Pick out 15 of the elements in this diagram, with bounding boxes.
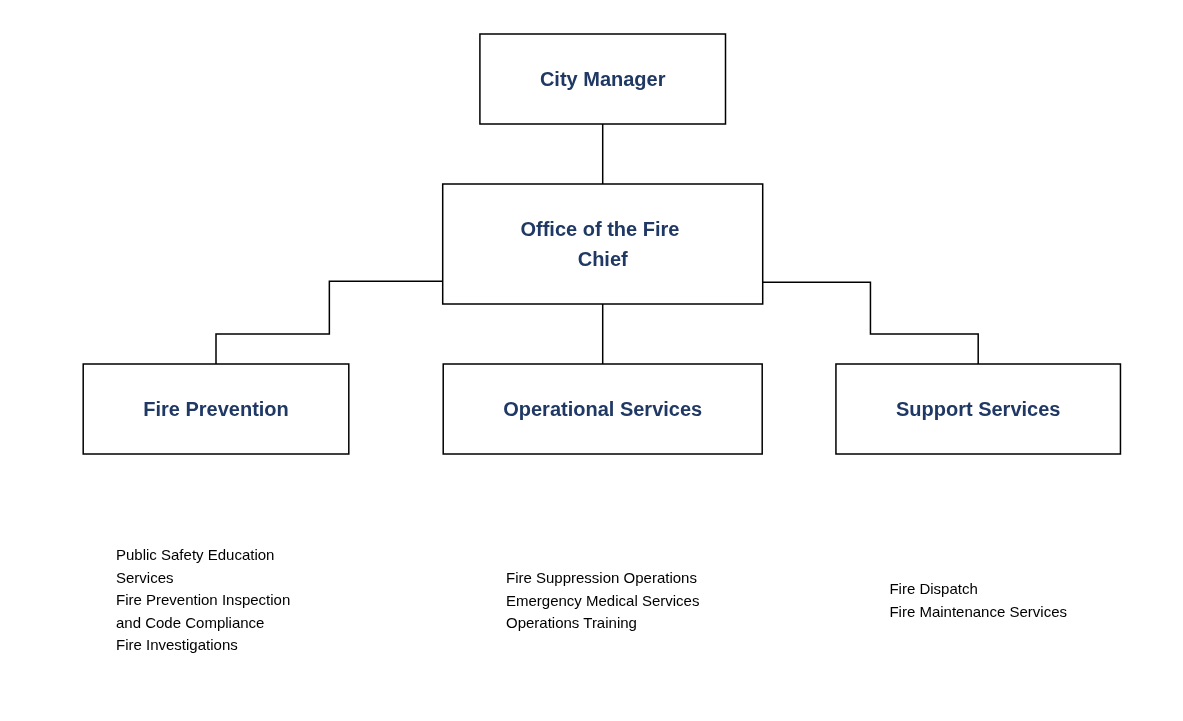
connector (601, 123, 604, 185)
node-box: Office of the Fire Chief (441, 183, 764, 305)
node-label: Fire Dispatch (889, 580, 978, 597)
node-box: Operational Services (442, 363, 763, 455)
node-label: Fire Suppression Operations (506, 568, 697, 586)
node-label: Fire Maintenance Services (889, 602, 1067, 620)
node-box: Support Services (835, 363, 1122, 455)
node-label: Operations Training (506, 613, 637, 631)
node-box: Fire Prevention (82, 363, 350, 455)
connector (601, 303, 604, 365)
node-label: Fire Investigations (116, 636, 238, 654)
node-label: Fire Prevention Inspection and Code Compliance (116, 591, 291, 631)
node-box: City Manager (479, 33, 727, 125)
node-label: Public Safety Education Services (116, 546, 275, 586)
node-label: Emergency Medical Services (506, 591, 700, 609)
